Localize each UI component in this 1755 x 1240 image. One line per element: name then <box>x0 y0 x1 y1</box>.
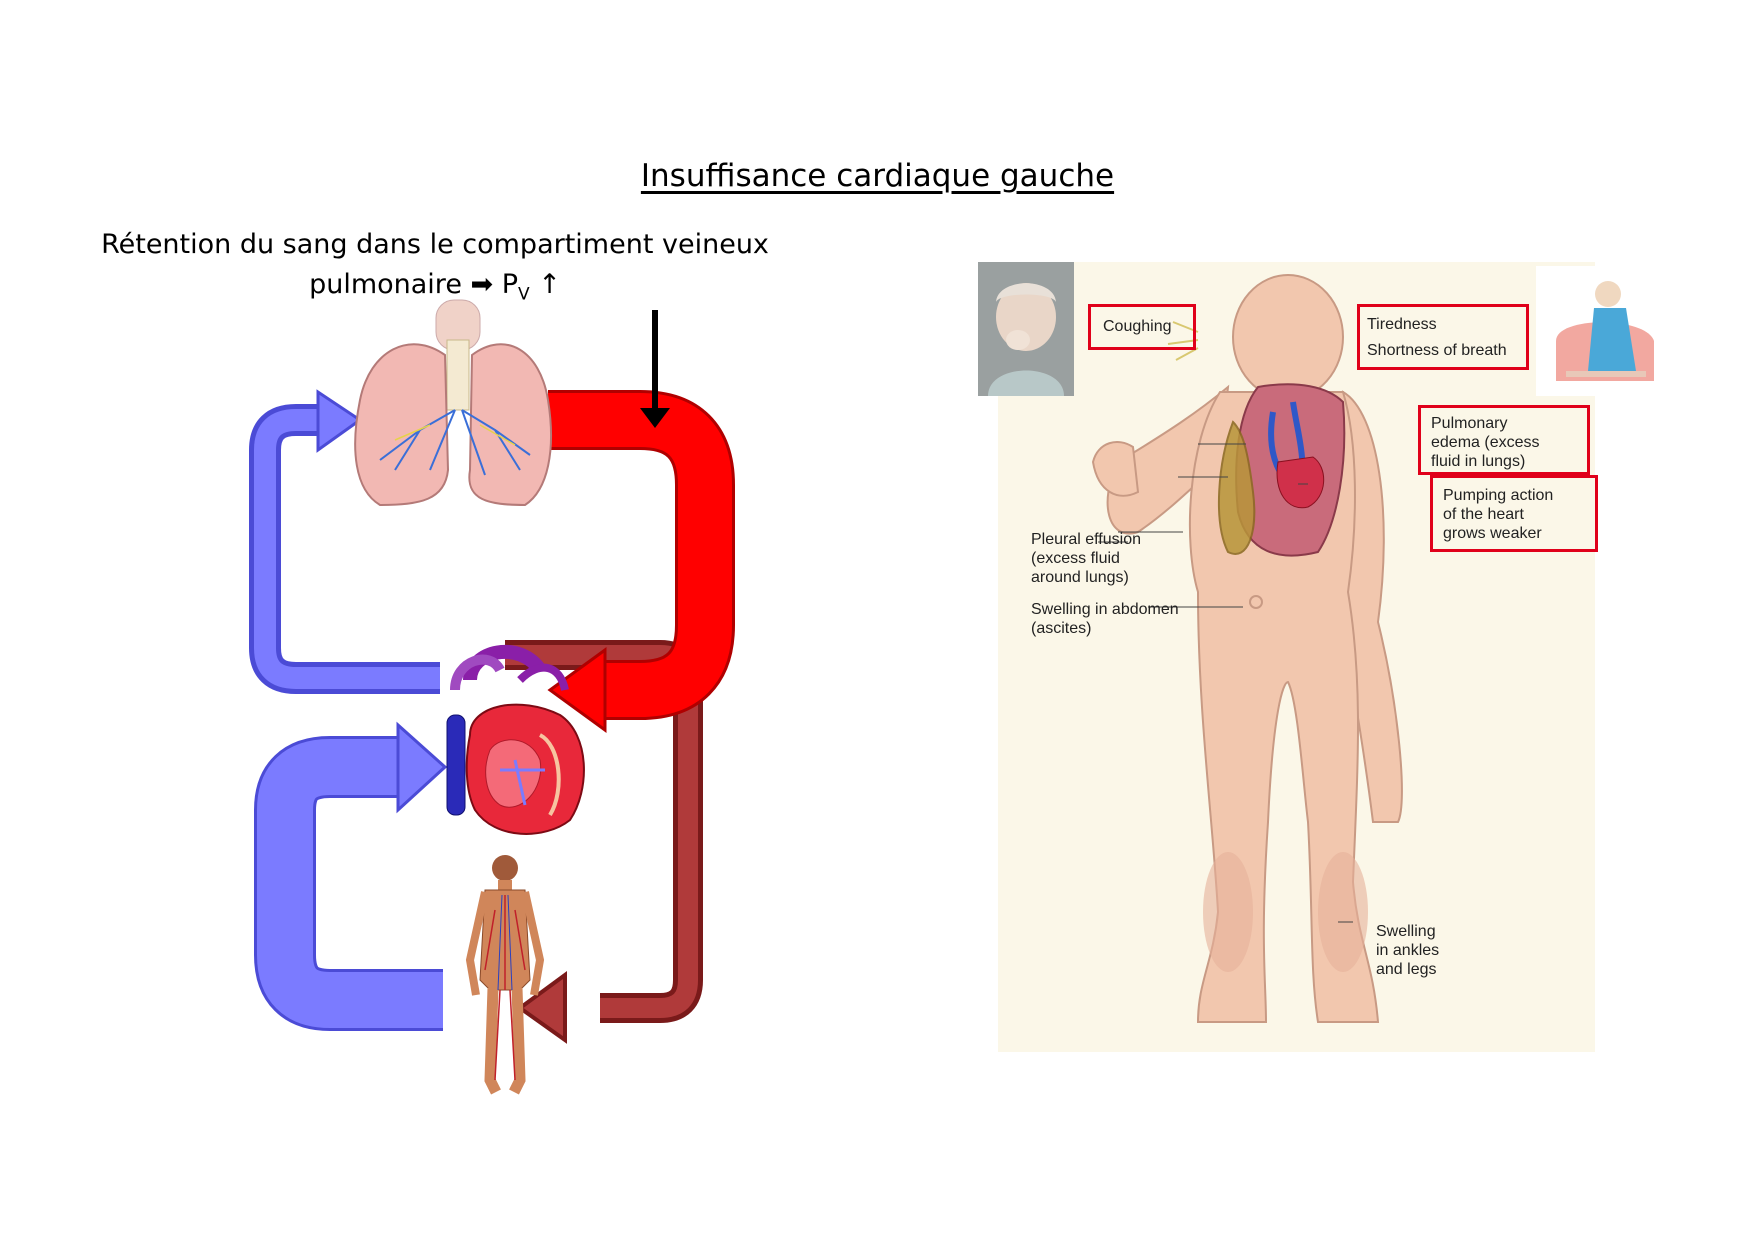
symptoms-panel: Pleural effusion (excess fluid around lu… <box>998 262 1595 1052</box>
subtitle-line1: Rétention du sang dans le compartiment v… <box>101 229 769 260</box>
coughing-woman-photo <box>978 262 1074 396</box>
pressure-subscript: V <box>518 284 530 305</box>
subtitle: Rétention du sang dans le compartiment v… <box>70 225 800 314</box>
human-circulatory-figure <box>465 855 545 1095</box>
pulmonary-artery-arrow <box>249 389 440 694</box>
lungs-illustration <box>354 299 552 507</box>
subtitle-line2: pulmonaire ➡ PV ↑ <box>70 265 800 314</box>
subtitle-word: pulmonaire <box>309 269 462 300</box>
body-illustration <box>1091 274 1403 1023</box>
right-arrow-icon: ➡ <box>470 269 494 300</box>
pleural-effusion-label: Pleural effusion (excess fluid around lu… <box>1031 531 1141 586</box>
coughing-box: Coughing <box>1088 304 1196 350</box>
shortness-of-breath-label: Shortness of breath <box>1367 342 1507 359</box>
pressure-symbol: P <box>501 269 519 300</box>
tiredness-label: Tiredness <box>1367 316 1437 333</box>
pressure-arrowhead <box>640 408 670 428</box>
tiredness-box: Tiredness Shortness of breath <box>1357 304 1529 370</box>
tired-woman-illustration <box>1536 266 1660 396</box>
swelling-legs-label: Swelling in ankles and legs <box>1376 923 1440 978</box>
pumping-action-label: Pumping action of the heart grows weaker <box>1443 487 1554 542</box>
pulmonary-edema-box: Pulmonary edema (excess fluid in lungs) <box>1418 405 1590 475</box>
swelling-abdomen-label: Swelling in abdomen (ascites) <box>1031 601 1179 637</box>
heart-illustration <box>446 645 585 835</box>
page-title: Insuffisance cardiaque gauche <box>640 158 1115 194</box>
pulmonary-edema-label: Pulmonary edema (excess fluid in lungs) <box>1431 415 1540 470</box>
systemic-venous-arrow <box>254 721 448 1031</box>
circulation-diagram <box>249 299 735 1095</box>
pulmonary-vein-arrow <box>547 390 735 733</box>
coughing-label: Coughing <box>1103 318 1172 335</box>
pumping-action-box: Pumping action of the heart grows weaker <box>1430 475 1598 552</box>
up-arrow-icon: ↑ <box>538 269 561 300</box>
